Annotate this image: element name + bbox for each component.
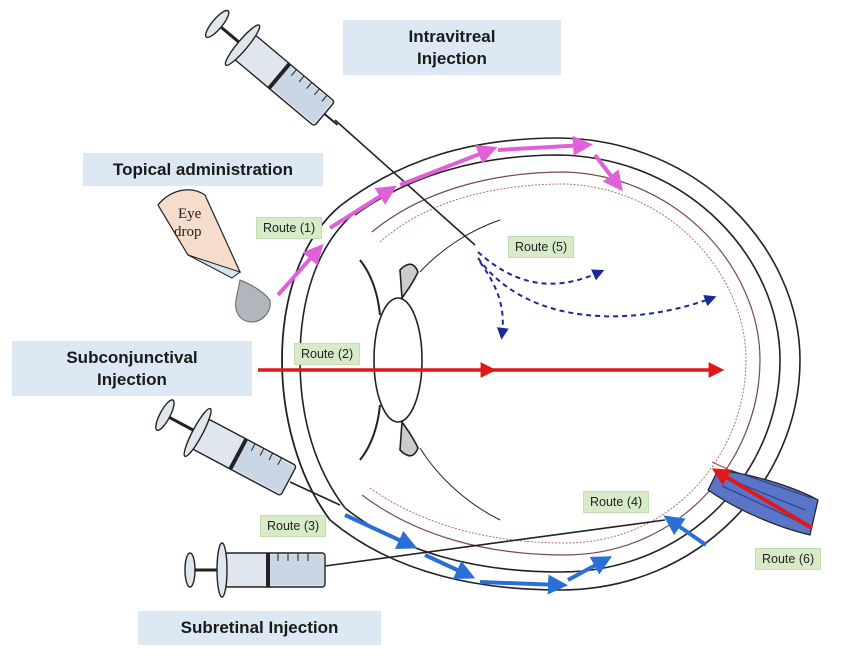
lens (373, 297, 423, 423)
ciliary-upper (399, 263, 419, 301)
optic-nerve (707, 469, 819, 536)
iris-lower (359, 404, 381, 461)
eyeball (281, 137, 801, 591)
route-4-label: Route (4) (583, 491, 650, 513)
route-6-label: Route (6) (755, 548, 822, 570)
retina (369, 183, 747, 544)
subretinal-injection-title: Subretinal Injection (138, 611, 381, 645)
subretinal-needle (324, 519, 666, 567)
topical-administration-title: Topical administration (83, 153, 323, 186)
intravitreal-syringe (204, 9, 339, 126)
route-5-label: Route (5) (508, 236, 575, 258)
ora-lower (419, 447, 501, 521)
route-1-label: Route (1) (256, 217, 323, 239)
ciliary-lower (399, 419, 419, 457)
route-2-label: Route (2) (294, 343, 361, 365)
eye-drop-bottle: Eye drop (157, 189, 271, 323)
eye-drop-label-line2: drop (174, 224, 202, 240)
route-1-arrows (276, 135, 623, 297)
subconjunctival-syringe (155, 399, 297, 496)
iris-upper (359, 259, 381, 316)
subconjunctival-injection-title: Subconjunctival Injection (12, 341, 252, 396)
route-3-label: Route (3) (260, 515, 327, 537)
sclera-outer (329, 137, 801, 591)
intravitreal-injection-title: Intravitreal Injection (343, 20, 561, 75)
subretinal-syringe (184, 542, 326, 598)
ora-upper (419, 219, 501, 273)
route-6-arrow (711, 468, 814, 530)
sclera-inner (344, 154, 781, 573)
route-3-4-arrows (344, 513, 708, 595)
eye-drop-label-line1: Eye (178, 206, 202, 222)
choroid (361, 171, 761, 556)
subconjunctival-needle (289, 481, 341, 506)
route-5-arrows (477, 251, 717, 340)
